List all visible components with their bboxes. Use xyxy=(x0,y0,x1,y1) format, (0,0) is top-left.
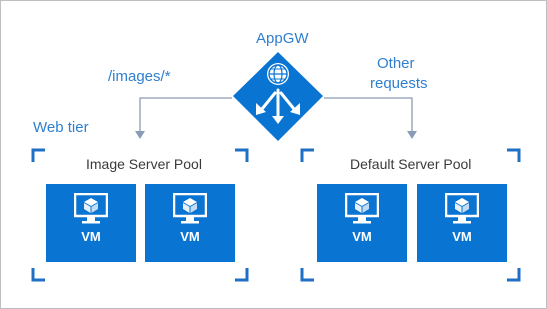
bracket-right-tl xyxy=(300,148,314,162)
monitor-cube-icon xyxy=(173,193,207,224)
connector-lines xyxy=(139,97,413,131)
monitor-cube-icon xyxy=(74,193,108,224)
bracket-left-tr xyxy=(235,148,249,162)
arrowhead-left xyxy=(135,131,145,139)
pool-brackets xyxy=(31,148,521,282)
connector-right xyxy=(324,97,413,131)
bracket-left-br xyxy=(235,268,249,282)
vm-tile: VM xyxy=(317,184,407,262)
application-gateway-icon xyxy=(233,52,323,141)
gateway-title: AppGW xyxy=(256,30,309,47)
vm-tile: VM xyxy=(46,184,136,262)
bracket-left-bl xyxy=(31,268,45,282)
monitor-cube-icon xyxy=(445,193,479,224)
arrowhead-right xyxy=(407,131,417,139)
bracket-right-br xyxy=(507,268,521,282)
vm-tile: VM xyxy=(417,184,507,262)
bracket-right-tr xyxy=(507,148,521,162)
monitor-cube-icon xyxy=(345,193,379,224)
vm-label: VM xyxy=(452,229,472,244)
bracket-right-bl xyxy=(300,268,314,282)
web-tier-label: Web tier xyxy=(33,119,89,136)
pool-title-image: Image Server Pool xyxy=(86,156,202,172)
route-right-label-line1: Other xyxy=(377,55,415,72)
bracket-left-tl xyxy=(31,148,45,162)
vm-tile: VM xyxy=(145,184,235,262)
connector-left xyxy=(139,97,232,131)
route-left-label: /images/* xyxy=(108,68,171,85)
vm-label: VM xyxy=(180,229,200,244)
vm-label: VM xyxy=(352,229,372,244)
vm-label: VM xyxy=(81,229,101,244)
route-right-label-line2: requests xyxy=(370,75,428,92)
pool-title-default: Default Server Pool xyxy=(350,156,472,172)
